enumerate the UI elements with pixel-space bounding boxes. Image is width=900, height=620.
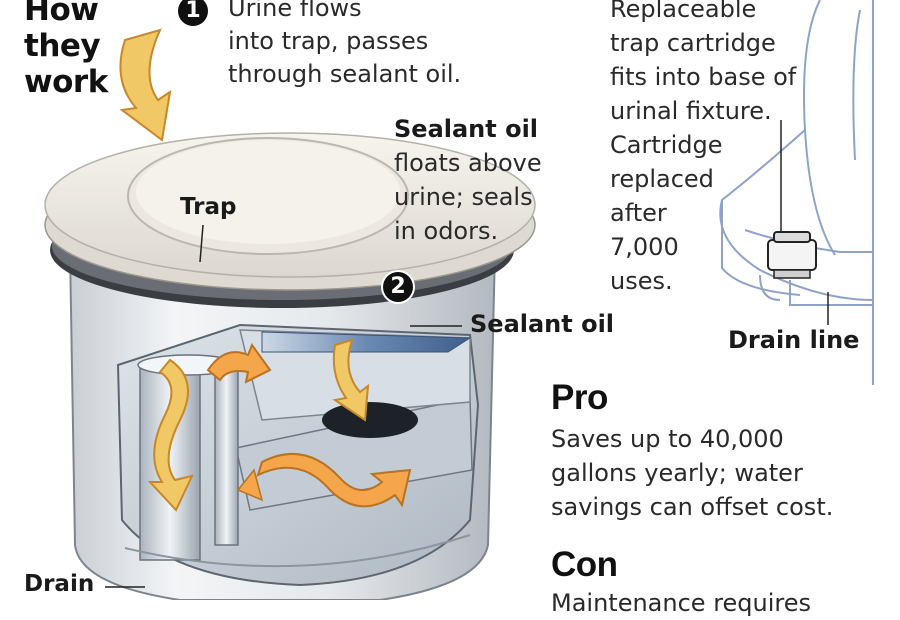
- trap-label: Trap: [180, 194, 237, 220]
- urinal-illustration: [719, 0, 874, 385]
- step-1-line: into trap, passes: [228, 27, 429, 55]
- title-line: work: [24, 64, 108, 100]
- oil-pass-arrow: [332, 338, 370, 422]
- sealant-oil-label: Sealant oil: [470, 310, 615, 338]
- sealant-oil-callout-line: floats above: [394, 149, 542, 177]
- con-heading: Con: [551, 545, 618, 584]
- step-1-text: Urine flows into trap, passes through se…: [228, 0, 461, 91]
- diagram-title: How they work: [24, 0, 108, 100]
- up-tube-arrow: [206, 342, 272, 384]
- drain-hole: [322, 402, 418, 438]
- down-tube-arrow: [147, 358, 194, 512]
- pro-line: savings can offset cost.: [551, 493, 834, 521]
- fixture-line: urinal fixture.: [610, 97, 772, 125]
- sealant-oil-callout-title: Sealant oil: [394, 115, 539, 143]
- fixture-line: replaced: [610, 165, 714, 193]
- step-1-badge: 1: [178, 0, 208, 26]
- fixture-line: Replaceable: [610, 0, 757, 23]
- sealant-oil-callout: Sealant oil floats above urine; seals in…: [394, 112, 542, 248]
- fixture-line: trap cartridge: [610, 29, 776, 57]
- trap-cartridge-diagram: [44, 0, 874, 600]
- pro-line: Saves up to 40,000: [551, 425, 784, 453]
- drain-label: Drain: [24, 571, 95, 597]
- title-line: they: [24, 28, 101, 64]
- fixture-line: after: [610, 199, 667, 227]
- pro-heading: Pro: [551, 378, 608, 417]
- fixture-line: fits into base of: [610, 63, 797, 91]
- pro-line: gallons yearly; water: [551, 459, 803, 487]
- sealant-oil-layer: [261, 331, 472, 353]
- fixture-line: Cartridge: [610, 131, 723, 159]
- con-line: Maintenance requires: [551, 589, 812, 617]
- fixture-description: Replaceable trap cartridge fits into bas…: [610, 0, 796, 298]
- sealant-oil-callout-line: urine; seals: [394, 183, 533, 211]
- step-1-line: through sealant oil.: [228, 60, 462, 88]
- con-text: Maintenance requires: [551, 587, 811, 620]
- trap-leader-line: [199, 224, 204, 263]
- title-line: How: [24, 0, 99, 28]
- step-1-line: Urine flows: [228, 0, 362, 22]
- fixture-line: uses.: [610, 267, 673, 295]
- trap-lid: [44, 132, 536, 291]
- inner-tube: [139, 364, 201, 561]
- inflow-arrow: [119, 28, 172, 142]
- urinal-cartridge-icon: [767, 231, 817, 279]
- pro-text: Saves up to 40,000 gallons yearly; water…: [551, 422, 833, 524]
- floor-arrow: [256, 453, 412, 508]
- sealant-oil-callout-line: in odors.: [394, 217, 499, 245]
- step-2-badge: 2: [383, 272, 413, 302]
- drain-line-label: Drain line: [728, 326, 860, 354]
- flow-arrows: [119, 28, 412, 512]
- fixture-line: 7,000: [610, 233, 679, 261]
